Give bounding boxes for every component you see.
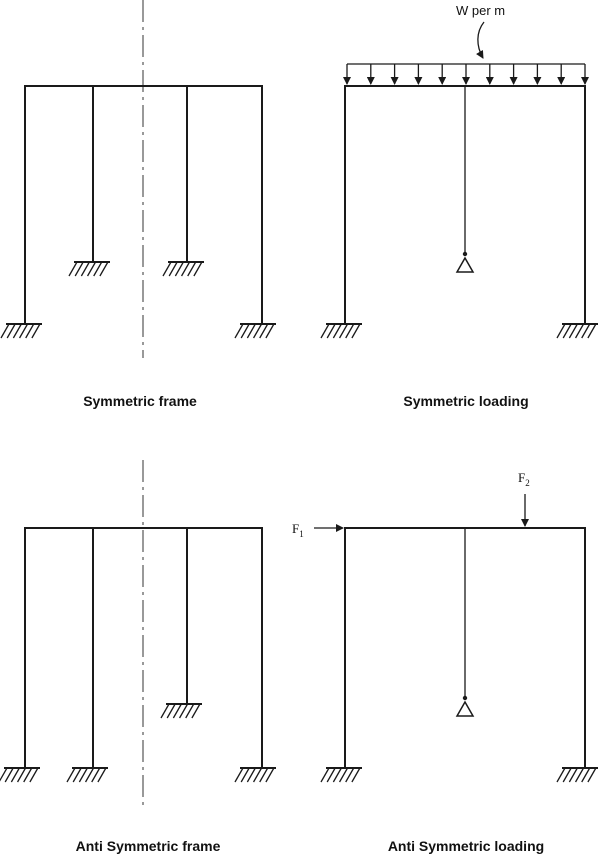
caption-anti-symmetric-loading: Anti Symmetric loading [388,838,544,854]
fixed-support-icon [234,323,276,339]
force-f1-label: F1 [292,521,304,539]
caption-anti-symmetric-frame: Anti Symmetric frame [76,838,221,854]
fixed-support-icon [68,261,110,277]
fixed-support-icon [0,767,40,783]
caption-symmetric-loading: Symmetric loading [403,393,528,409]
pin-support-icon [455,256,475,273]
fixed-support-icon [0,323,42,339]
anti-symmetric-frame-panel: Anti Symmetric frame [0,460,276,854]
fixed-support-icon [160,703,202,719]
symmetric-frame-panel: Symmetric frame [0,0,276,409]
pin-support-icon [455,700,475,717]
hinge-joint [462,695,468,701]
fixed-support-icon [320,767,362,783]
udl-arrows [343,64,589,85]
anti-symmetric-loading-panel: F1 F2 Anti Symmetric loading [292,470,598,854]
udl-leader [476,21,485,59]
fixed-support-icon [162,261,204,277]
fixed-support-icon [556,767,598,783]
fixed-support-icon [320,323,362,339]
force-f2-label: F2 [518,470,530,488]
symmetric-loading-panel: W per m Symmetric loading [320,3,598,409]
caption-symmetric-frame: Symmetric frame [83,393,197,409]
hinge-joint [462,251,468,257]
fixed-support-icon [556,323,598,339]
udl-label: W per m [456,3,505,18]
fixed-support-icon [234,767,276,783]
fixed-support-icon [66,767,108,783]
